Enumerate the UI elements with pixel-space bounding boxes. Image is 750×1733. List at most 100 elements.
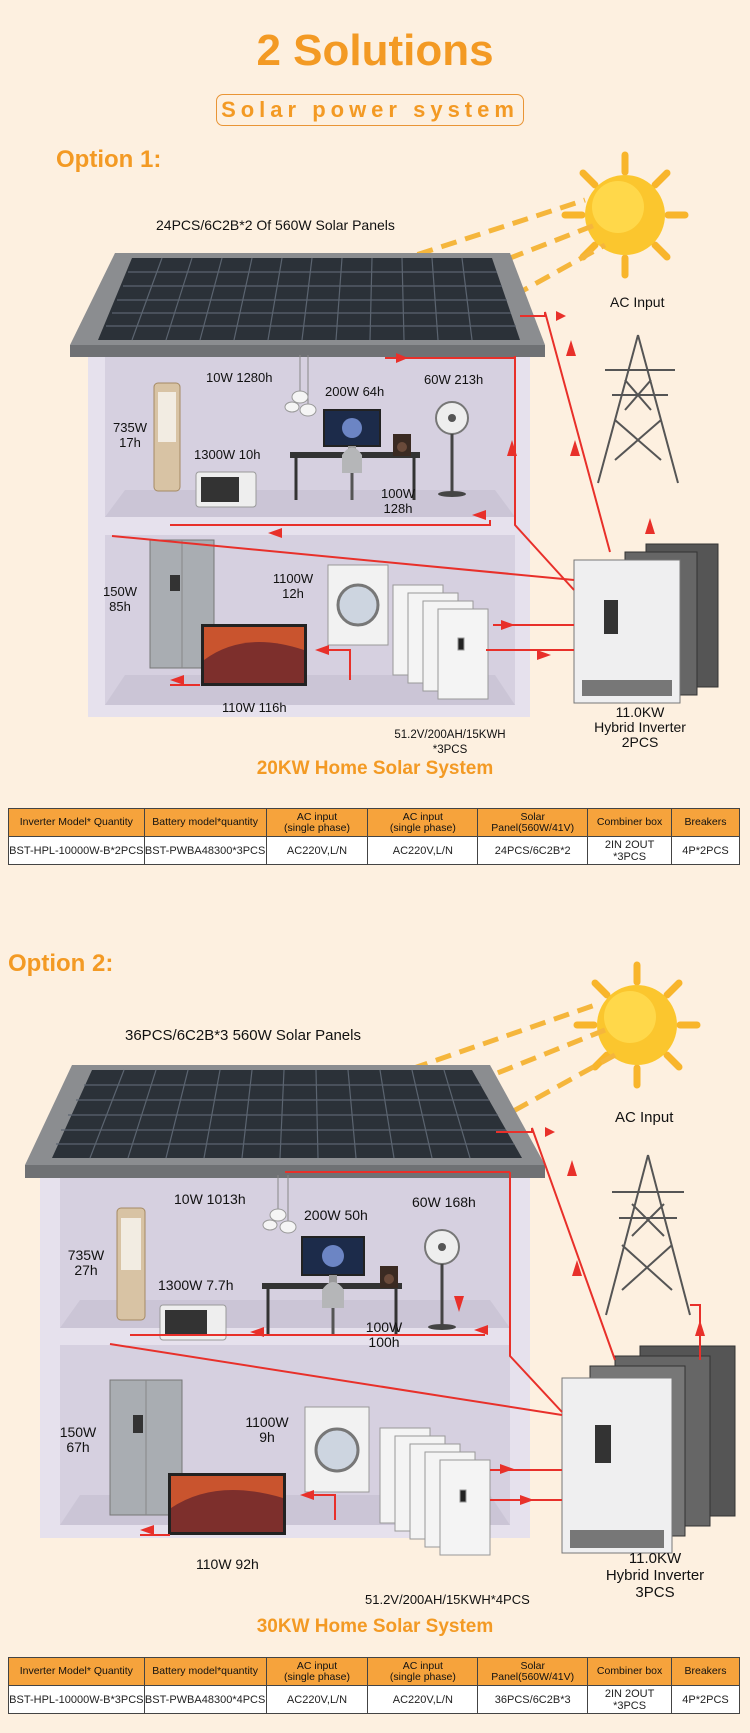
cell-ac-input-1: AC220V,L/N	[265, 1685, 369, 1714]
cell-inverter: BST-HPL-10000W-B*3PCS	[8, 1685, 145, 1714]
lamp-icon	[284, 355, 317, 417]
battery-qty: *3PCS	[432, 744, 468, 756]
panels-label: 36PCS/6C2B*3 560W Solar Panels	[125, 1027, 361, 1044]
washing-machine-icon	[304, 1406, 370, 1493]
aircon-watt: 735W	[67, 1247, 105, 1263]
header-solar-panel: Solar Panel(560W/41V)	[477, 808, 589, 837]
washing-machine-icon	[327, 564, 389, 646]
table-row: BST-HPL-10000W-B*2PCS BST-PWBA48300*3PCS…	[8, 836, 740, 865]
speaker-hours: 100h	[368, 1334, 400, 1350]
cell-battery: BST-PWBA48300*4PCS	[143, 1685, 267, 1714]
table-row: BST-HPL-10000W-B*3PCS BST-PWBA48300*4PCS…	[8, 1685, 740, 1714]
speaker-label: 100W 100h	[364, 1320, 404, 1350]
speaker-label: 100W 128h	[378, 486, 418, 516]
aircon-label: 735W 17h	[110, 420, 150, 450]
speaker-hours: 128h	[383, 501, 413, 516]
speaker-icon	[393, 434, 411, 456]
lamp-label: 10W 1280h	[206, 370, 273, 385]
inverter-power: 11.0KW	[615, 704, 665, 720]
inverter-qty: 2PCS	[621, 734, 659, 750]
cell-combiner: 2IN 2OUT *3PCS	[587, 836, 673, 865]
cell-ac-input-2: AC220V,L/N	[367, 1685, 479, 1714]
header-ac-input-2: AC input (single phase)	[367, 1657, 479, 1686]
speaker-watt: 100W	[365, 1319, 403, 1335]
cell-breakers: 4P*2PCS	[671, 1685, 740, 1714]
header-battery: Battery model*quantity	[143, 808, 267, 837]
aircon-watt: 735W	[113, 420, 147, 435]
option-1-title: Option 1:	[56, 146, 162, 173]
header-combiner: Combiner box	[587, 808, 673, 837]
microwave-label: 1300W 7.7h	[158, 1277, 234, 1293]
microwave-icon	[195, 471, 257, 508]
computer-icon	[290, 409, 420, 500]
battery-bank-icon	[392, 584, 489, 700]
washer-hours: 9h	[259, 1429, 275, 1445]
header-solar-panel: Solar Panel(560W/41V)	[477, 1657, 589, 1686]
header-inverter: Inverter Model* Quantity	[8, 1657, 145, 1686]
battery-spec: 51.2V/200AH/15KWH	[394, 729, 506, 741]
option-1-illustration	[70, 151, 719, 717]
computer-icon	[262, 1236, 402, 1335]
cell-solar-panel: 36PCS/6C2B*3	[477, 1685, 589, 1714]
washer-label: 1100W 9h	[244, 1415, 290, 1445]
header-breakers: Breakers	[671, 808, 740, 837]
header-battery: Battery model*quantity	[143, 1657, 267, 1686]
option-2-title: Option 2:	[8, 950, 114, 977]
sun-icon	[573, 961, 701, 1089]
aircon-hours: 17h	[119, 435, 141, 450]
washer-hours: 12h	[282, 586, 304, 601]
header-ac-input-1: AC input (single phase)	[265, 808, 369, 837]
page-subtitle: Solar power system	[216, 94, 524, 126]
microwave-label: 1300W 10h	[194, 447, 261, 462]
fridge-hours: 67h	[66, 1439, 90, 1455]
inverter-label: 11.0KW Hybrid Inverter 2PCS	[580, 705, 700, 750]
washer-watt: 1100W	[245, 1414, 289, 1430]
header-ac-input-2: AC input (single phase)	[367, 808, 479, 837]
cell-battery: BST-PWBA48300*3PCS	[143, 836, 267, 865]
lamp-icon	[262, 1175, 297, 1234]
aircon-label: 735W 27h	[66, 1248, 106, 1278]
header-ac-input-1: AC input (single phase)	[265, 1657, 369, 1686]
inverter-icon	[573, 543, 719, 704]
tv-icon	[201, 624, 307, 686]
ac-input-label: AC Input	[615, 1109, 674, 1126]
page-title: 2 Solutions	[256, 26, 494, 75]
cell-solar-panel: 24PCS/6C2B*2	[477, 836, 589, 865]
lamp-label: 10W 1013h	[174, 1191, 246, 1207]
power-tower-icon	[605, 1154, 691, 1316]
cell-inverter: BST-HPL-10000W-B*2PCS	[8, 836, 145, 865]
cell-breakers: 4P*2PCS	[671, 836, 740, 865]
fan-icon	[435, 401, 469, 497]
header-inverter: Inverter Model* Quantity	[8, 808, 145, 837]
fridge-hours: 85h	[109, 599, 131, 614]
inverter-type: Hybrid Inverter	[594, 719, 686, 735]
ac-input-label: AC Input	[610, 294, 665, 310]
aircon-hours: 27h	[74, 1262, 98, 1278]
computer-label: 200W 64h	[325, 384, 385, 399]
inverter-icon	[561, 1345, 736, 1554]
sun-icon	[561, 151, 689, 279]
system-title: 20KW Home Solar System	[256, 758, 494, 779]
cell-ac-input-1: AC220V,L/N	[265, 836, 369, 865]
option-2-illustration	[25, 961, 736, 1556]
system-title: 30KW Home Solar System	[256, 1616, 494, 1637]
battery-label: 51.2V/200AH/15KWH*4PCS	[365, 1592, 530, 1607]
cell-ac-input-2: AC220V,L/N	[367, 836, 479, 865]
tv-icon	[168, 1473, 286, 1535]
option-1-diagram: 24PCS/6C2B*2 Of 560W Solar Panels AC Inp…	[0, 0, 750, 790]
tv-label: 110W 92h	[196, 1556, 259, 1572]
computer-label: 200W 50h	[304, 1207, 368, 1223]
fridge-watt: 150W	[103, 584, 137, 599]
option-2-diagram: 36PCS/6C2B*3 560W Solar Panels AC Input …	[0, 960, 750, 1660]
microwave-icon	[159, 1304, 227, 1341]
inverter-type: Hybrid Inverter	[605, 1567, 705, 1584]
fan-label: 60W 168h	[412, 1194, 476, 1210]
air-conditioner-icon	[116, 1207, 146, 1321]
battery-bank-icon	[379, 1427, 491, 1556]
inverter-qty: 3PCS	[635, 1584, 675, 1601]
speaker-watt: 100W	[381, 486, 415, 501]
cell-combiner: 2IN 2OUT *3PCS	[587, 1685, 673, 1714]
tv-label: 110W 116h	[222, 700, 287, 715]
fridge-label: 150W 85h	[100, 584, 140, 614]
inverter-power: 11.0KW	[628, 1550, 682, 1567]
